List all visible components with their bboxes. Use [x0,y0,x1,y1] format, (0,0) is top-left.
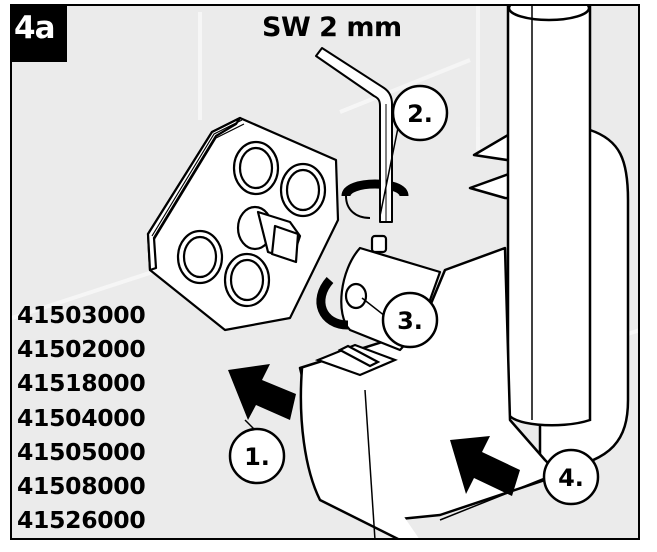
callout-2: 2. [391,84,449,142]
model-number: 41503000 [17,301,146,329]
rotation-arrow-side [316,276,349,330]
push-arrow-4 [450,436,520,496]
model-number: 41505000 [17,437,146,466]
shower-rail-pipe [506,6,592,427]
tool-size-label: SW 2 mm [262,12,402,43]
model-number: 41504000 [17,403,146,432]
callout-3: 3. [381,291,439,349]
model-number: 41526000 [17,506,146,535]
callout-4: 4. [542,448,600,506]
model-number: 41518000 [17,369,146,398]
callout-2-label: 2. [407,100,433,128]
mounting-base [298,246,562,538]
step-number: 4a [14,10,55,46]
model-number-list: 41503000 41502000 41518000 41504000 4150… [17,298,146,537]
step-badge [10,4,67,62]
model-number: 41508000 [17,472,146,501]
callout-3-label: 3. [397,307,423,335]
cover-clip [314,343,398,377]
callout-1-label: 1. [244,443,270,471]
push-arrow-1 [228,364,296,420]
rotation-arrow-top [341,179,409,219]
model-number: 41502000 [17,335,146,364]
callout-4-label: 4. [558,464,584,492]
wall-plate [146,116,340,332]
allen-key [315,47,393,223]
callout-1: 1. [228,427,286,485]
